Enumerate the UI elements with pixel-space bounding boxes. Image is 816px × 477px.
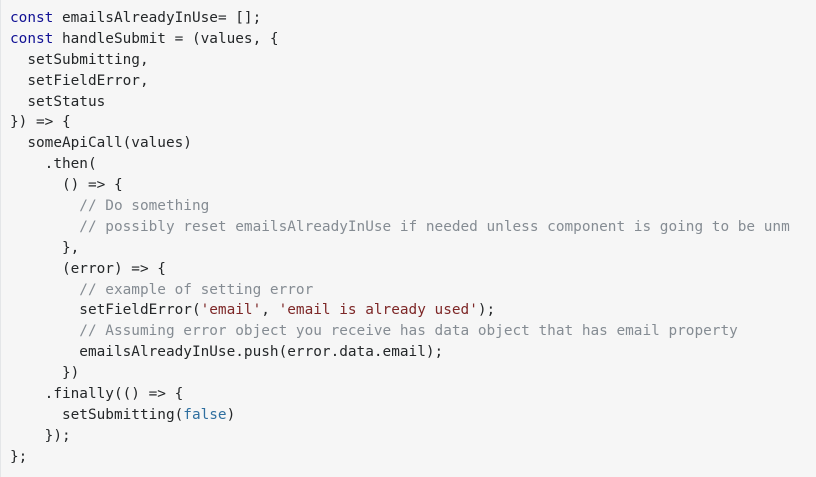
- code-token: setFieldError(: [10, 302, 201, 319]
- code-line: };: [10, 447, 816, 468]
- code-token: emailsAlreadyInUse= [];: [53, 10, 262, 26]
- literal-token: false: [183, 406, 227, 423]
- comment-token: // example of setting error: [10, 281, 314, 298]
- code-token: ,: [261, 302, 279, 319]
- code-line: const handleSubmit = (values, {: [10, 29, 816, 50]
- code-token: .then(: [10, 156, 97, 173]
- code-line: setFieldError('email', 'email is already…: [10, 300, 816, 321]
- code-line: // possibly reset emailsAlreadyInUse if …: [10, 217, 816, 238]
- string-token: 'email is already used': [278, 302, 478, 319]
- keyword-token: const: [10, 30, 54, 47]
- code-line: }): [10, 363, 816, 384]
- code-line: // Assuming error object you receive has…: [10, 321, 816, 342]
- code-token: });: [10, 427, 71, 444]
- code-line: someApiCall(values): [10, 133, 816, 154]
- code-token: };: [10, 448, 28, 465]
- code-line: () => {: [10, 175, 816, 196]
- code-line: setFieldError,: [10, 71, 816, 92]
- code-line: // example of setting error: [10, 280, 816, 301]
- code-token: .finally(() => {: [10, 386, 184, 403]
- code-line: emailsAlreadyInUse.push(error.data.email…: [10, 342, 816, 363]
- code-line: .then(: [10, 154, 816, 175]
- code-line: .finally(() => {: [10, 384, 816, 405]
- comment-token: // possibly reset emailsAlreadyInUse if …: [10, 218, 790, 235]
- code-token: setSubmitting,: [10, 51, 149, 68]
- code-line: (error) => {: [10, 259, 816, 280]
- string-token: 'email': [200, 302, 262, 319]
- keyword-token: const: [10, 10, 54, 26]
- code-token: ): [226, 406, 236, 423]
- code-line: });: [10, 426, 816, 447]
- code-token: (error) => {: [10, 260, 166, 277]
- code-token: setStatus: [10, 93, 106, 110]
- code-line: setSubmitting,: [10, 50, 816, 71]
- code-line: const emailsAlreadyInUse= [];: [10, 8, 816, 29]
- code-line: }) => {: [10, 112, 816, 133]
- code-token: handleSubmit = (values, {: [53, 30, 279, 47]
- code-line: // Do something: [10, 196, 816, 217]
- code-token: }): [10, 365, 80, 382]
- code-line: },: [10, 238, 816, 259]
- code-token: () => {: [10, 177, 123, 194]
- code-token: }) => {: [10, 114, 71, 131]
- comment-token: // Assuming error object you receive has…: [10, 323, 738, 340]
- code-line: setStatus: [10, 92, 816, 113]
- code-token: emailsAlreadyInUse.push(error.data.email…: [10, 344, 444, 361]
- code-token: );: [477, 302, 496, 319]
- code-token: setFieldError,: [10, 72, 149, 89]
- code-token: },: [10, 239, 80, 256]
- code-token: setSubmitting(: [10, 406, 184, 423]
- comment-token: // Do something: [10, 198, 210, 215]
- code-line: setSubmitting(false): [10, 405, 816, 426]
- code-token: someApiCall(values): [10, 135, 192, 152]
